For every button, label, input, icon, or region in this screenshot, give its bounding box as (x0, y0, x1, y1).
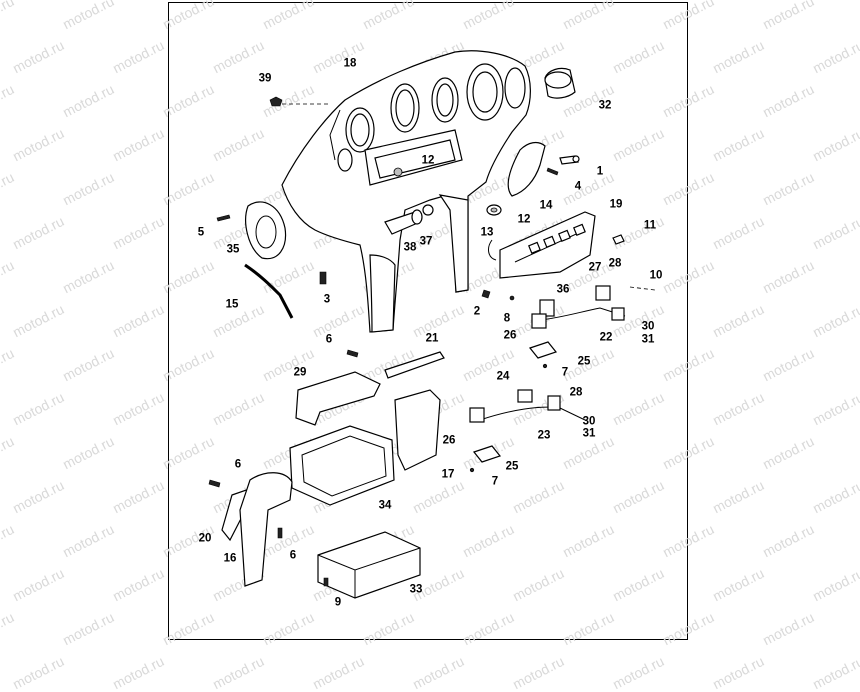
callout-12-upper: 12 (421, 154, 435, 167)
watermark-text: motod.ru (710, 652, 767, 692)
callout-9: 9 (334, 596, 342, 609)
callout-12-lower: 12 (517, 213, 531, 226)
callout-17: 17 (441, 468, 455, 481)
callout-14: 14 (539, 199, 553, 212)
callout-39: 39 (258, 72, 272, 85)
part-bracket-25-upper (528, 341, 558, 369)
part-bracket-21 (384, 351, 445, 379)
callout-6-upper: 6 (325, 333, 333, 346)
part-knob-38-37 (384, 204, 434, 235)
callout-13: 13 (480, 226, 494, 239)
callout-21: 21 (425, 332, 439, 345)
callout-28-lower: 28 (569, 386, 583, 399)
part-bracket-25-lower (469, 445, 502, 473)
callout-7-upper: 7 (561, 366, 569, 379)
callout-4: 4 (574, 180, 582, 193)
callout-34: 34 (378, 499, 392, 512)
watermark-text: motod.ru (410, 652, 467, 692)
part-screw-10 (629, 286, 656, 291)
watermark-text: motod.ru (110, 652, 167, 692)
callout-30-upper: 30 (641, 320, 655, 333)
callout-25-upper: 25 (577, 355, 591, 368)
callout-3: 3 (323, 293, 331, 306)
callout-36: 36 (556, 283, 570, 296)
watermark-text: motod.ru (810, 652, 860, 692)
part-harness-22 (531, 285, 626, 329)
watermark-text: motod.ru (310, 652, 367, 692)
callout-6-lower: 6 (289, 549, 297, 562)
watermark-text: motod.ru (610, 652, 667, 692)
part-bracket-29 (295, 371, 381, 426)
callout-33: 33 (409, 583, 423, 596)
part-bracket-17 (394, 389, 441, 471)
part-gauge-32 (544, 67, 576, 99)
callout-2: 2 (473, 305, 481, 318)
callout-23: 23 (537, 429, 551, 442)
callout-19: 19 (609, 198, 623, 211)
callout-26-lower: 26 (442, 434, 456, 447)
part-screw-6-lower (277, 527, 283, 539)
callout-26-upper: 26 (503, 329, 517, 342)
callout-1: 1 (596, 165, 604, 178)
exploded-parts-drawing (208, 50, 656, 599)
part-trim-panel-14 (507, 141, 546, 197)
part-clip-12 (486, 204, 502, 216)
callout-24: 24 (496, 370, 510, 383)
callout-31-lower: 31 (582, 427, 596, 440)
part-harness-23 (469, 389, 586, 423)
part-screw-6-left (208, 479, 221, 488)
part-screw-6-upper (346, 349, 359, 358)
callout-35: 35 (226, 243, 240, 256)
callout-37: 37 (419, 235, 433, 248)
callout-29: 29 (293, 366, 307, 379)
callout-5: 5 (197, 226, 205, 239)
part-screw-9 (323, 577, 329, 587)
watermark-text: motod.ru (510, 652, 567, 692)
callout-30-lower: 30 (582, 415, 596, 428)
watermark-text: motod.ru (10, 652, 67, 692)
part-screw-2 (481, 289, 491, 299)
part-spring-13 (488, 239, 497, 261)
part-fastener-39 (269, 96, 330, 107)
callout-11: 11 (643, 219, 657, 232)
part-screws-1-4 (546, 155, 580, 176)
part-inner-fairing (281, 50, 531, 333)
part-bracket-16-20 (221, 472, 293, 587)
part-cable-15 (244, 263, 294, 319)
callout-22: 22 (599, 331, 613, 344)
callout-32: 32 (598, 99, 612, 112)
callout-15: 15 (225, 298, 239, 311)
callout-28-upper: 28 (608, 257, 622, 270)
part-speaker-35 (216, 201, 287, 260)
callout-7-lower: 7 (491, 475, 499, 488)
callout-38: 38 (403, 241, 417, 254)
part-screw-3 (319, 271, 327, 285)
callout-18: 18 (343, 57, 357, 70)
part-nut-8 (509, 295, 515, 301)
callout-16: 16 (223, 552, 237, 565)
part-clip-11 (612, 234, 625, 245)
part-switch-panel-19 (499, 211, 596, 279)
callout-8: 8 (503, 312, 511, 325)
callout-25-lower: 25 (505, 460, 519, 473)
callout-10: 10 (649, 269, 663, 282)
watermark-text: motod.ru (210, 652, 267, 692)
part-radio-33 (317, 531, 421, 599)
callout-31-upper: 31 (641, 333, 655, 346)
callout-27: 27 (588, 261, 602, 274)
callout-6-left: 6 (234, 458, 242, 471)
part-tray-34 (289, 425, 395, 506)
callout-20: 20 (198, 532, 212, 545)
